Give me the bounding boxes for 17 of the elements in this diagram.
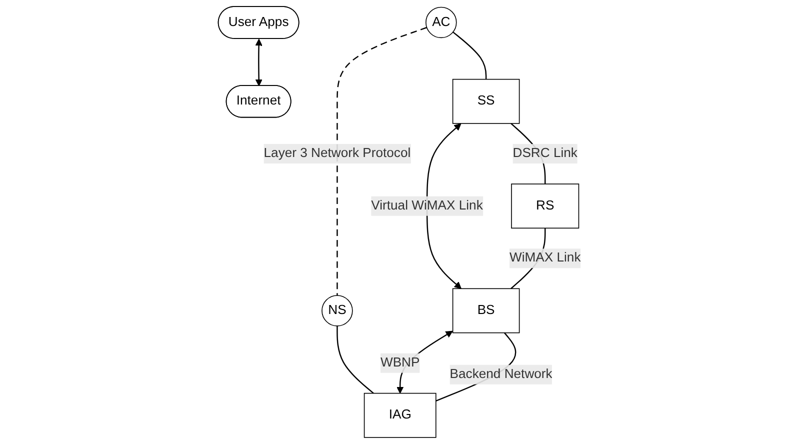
edge-label: WBNP [380, 356, 420, 370]
node-circle: AC [426, 6, 457, 38]
connector [452, 32, 487, 80]
node-box: RS [511, 184, 580, 229]
edge-label: Backend Network [450, 367, 552, 382]
arrow [255, 38, 262, 86]
connector [336, 26, 427, 296]
connector [336, 326, 374, 394]
arrow [426, 123, 462, 289]
node-box: BS [452, 288, 520, 334]
edge-label: Layer 3 Network Protocol [264, 146, 411, 160]
node-box: SS [452, 78, 520, 124]
edge-label: Virtual WiMAX Link [371, 198, 483, 213]
node-box: IAG [364, 392, 436, 438]
node-circle: NS [322, 295, 353, 326]
edge-label: WiMAX Link [509, 251, 581, 265]
edge-label: DSRC Link [512, 146, 578, 160]
